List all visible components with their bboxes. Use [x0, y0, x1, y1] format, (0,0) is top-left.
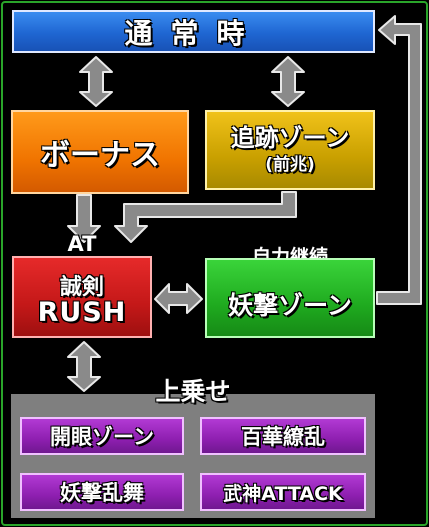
bonus-box: ボーナス — [11, 110, 189, 194]
bonus-label: ボーナス — [40, 138, 160, 173]
at-rush-line2: 誠剣 — [59, 275, 104, 300]
upper-item-label: 開眼ゾーン — [50, 425, 154, 449]
arrow-top-chase — [271, 56, 305, 107]
upper-item-label: 百華繚乱 — [241, 425, 325, 449]
arrow-chase-at — [114, 191, 297, 243]
upper-item-bushin-attack: 武神ATTACK — [200, 473, 366, 511]
upper-title: 上乗せ — [155, 377, 231, 406]
chase-zone-box: 追跡ゾーン (前兆) — [205, 110, 375, 190]
arrow-at-youka — [154, 283, 203, 314]
at-rush-box: 誠剣 RUSH — [12, 256, 152, 338]
arrow-bonus-at — [67, 194, 101, 243]
chase-zone-sub: (前兆) — [265, 155, 315, 175]
arrow-youka-top — [376, 15, 422, 305]
upper-item-hyakka: 百華繚乱 — [200, 417, 366, 455]
youka-zone-box: 妖撃ゾーン — [205, 258, 375, 338]
normal-state-label: 通常時 — [124, 16, 263, 50]
upper-item-label: 妖撃乱舞 — [60, 481, 144, 505]
at-rush-line3: RUSH — [37, 297, 127, 328]
normal-state-box: 通常時 — [12, 10, 375, 53]
at-prefix-label: AT — [67, 232, 97, 256]
upper-item-youka-ranbu: 妖撃乱舞 — [20, 473, 184, 511]
upper-item-label: 武神ATTACK — [223, 482, 343, 505]
chase-zone-label: 追跡ゾーン — [230, 124, 350, 152]
arrow-at-upper — [67, 341, 101, 392]
youka-zone-label: 妖撃ゾーン — [228, 291, 352, 320]
upper-item-kaigan: 開眼ゾーン — [20, 417, 184, 455]
arrow-top-bonus — [79, 56, 113, 107]
